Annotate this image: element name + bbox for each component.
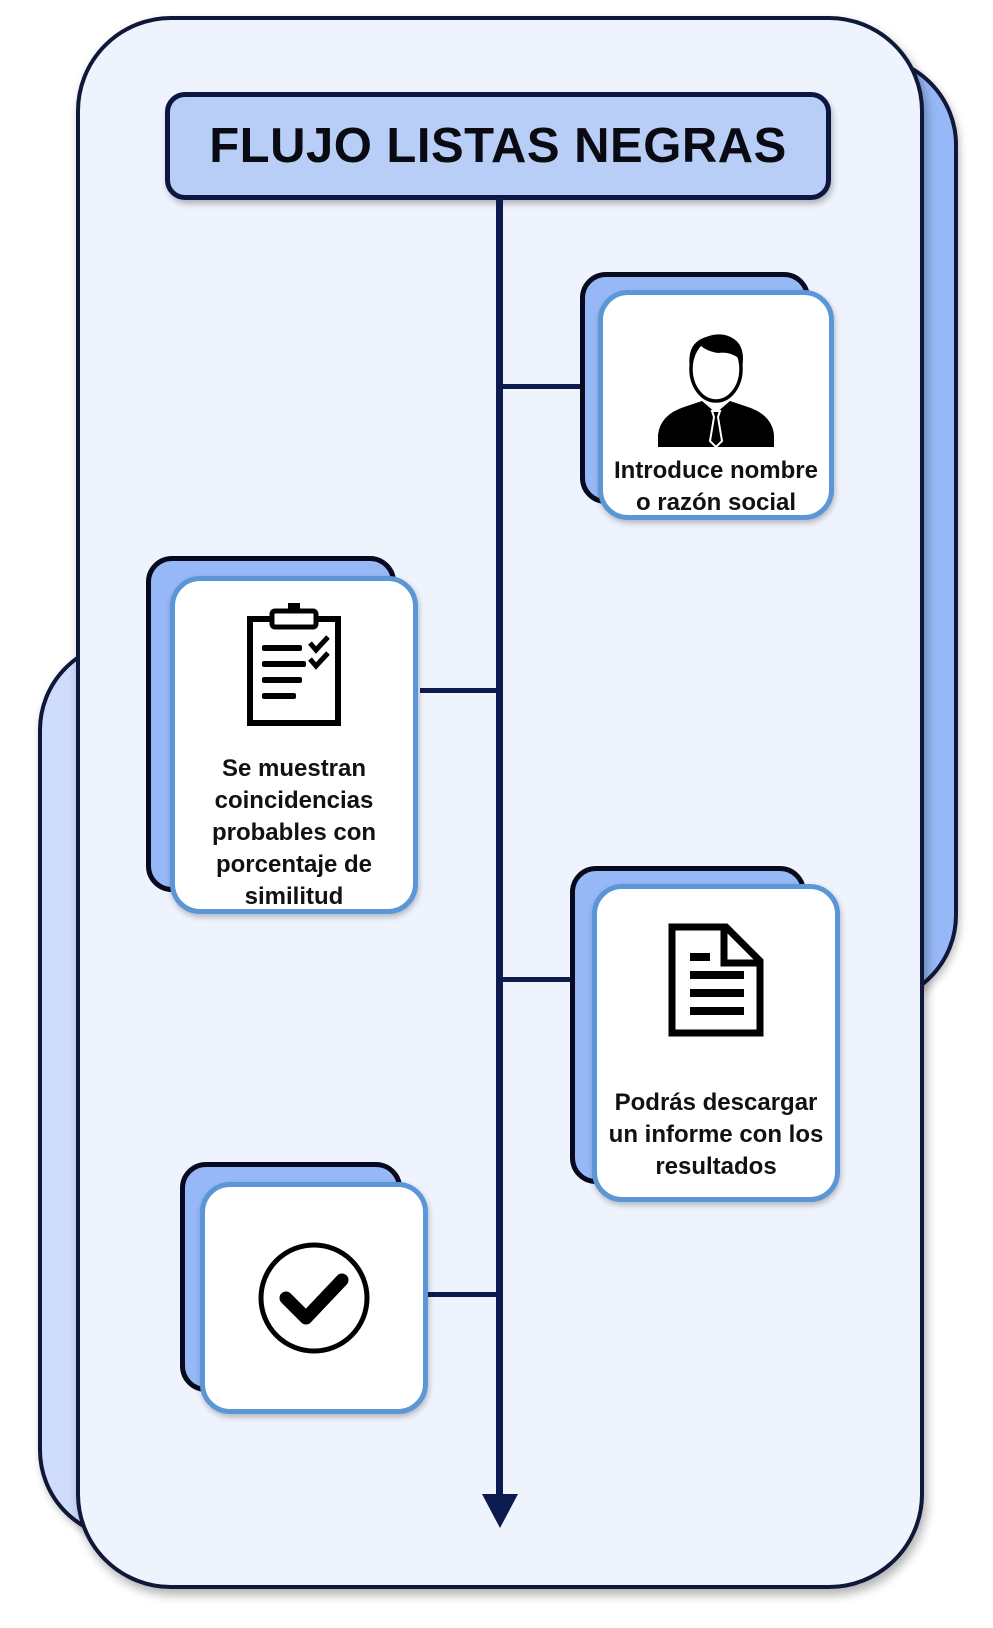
step-3-text: Podrás descargar un informe con los resu… [608, 1089, 824, 1180]
timeline-arrowhead [482, 1494, 518, 1528]
step-1-card: Introduce nombre o razón social [598, 290, 834, 520]
step-1-text: Introduce nombre o razón social [613, 457, 818, 516]
connector-step-4 [428, 1292, 500, 1297]
check-circle-icon [256, 1240, 372, 1356]
step-2-text: Se muestran coincidencias probables con … [211, 755, 377, 910]
person-icon [656, 331, 776, 449]
step-2-card: Se muestran coincidencias probables con … [170, 576, 418, 914]
connector-step-3 [500, 977, 572, 982]
clipboard-checklist-icon [244, 603, 344, 727]
diagram-title: FLUJO LISTAS NEGRAS [209, 119, 787, 173]
document-icon [668, 923, 764, 1037]
step-3-card: Podrás descargar un informe con los resu… [592, 884, 840, 1202]
timeline-line [496, 198, 503, 1500]
connector-step-2 [420, 688, 500, 693]
step-4-card [200, 1182, 428, 1414]
connector-step-1 [500, 384, 580, 389]
title-box: FLUJO LISTAS NEGRAS [165, 92, 831, 200]
